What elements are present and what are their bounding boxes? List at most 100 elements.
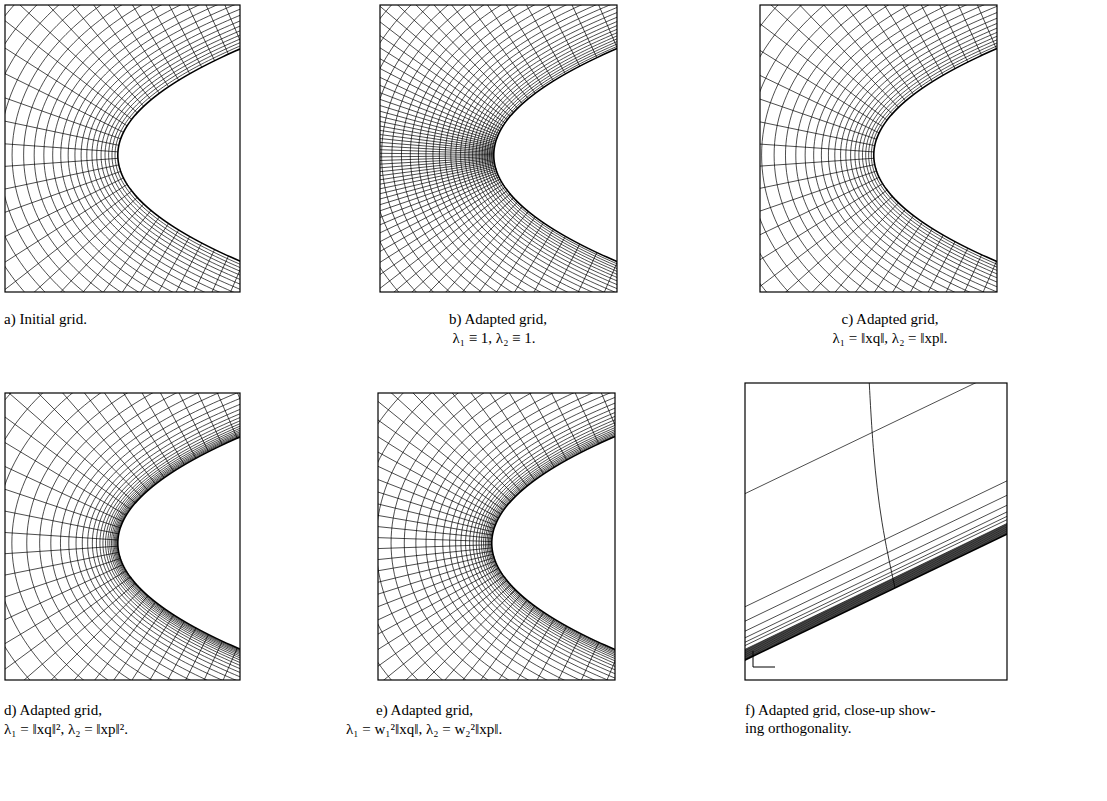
grid-line [392, 5, 617, 292]
grid-line [378, 393, 504, 510]
grid-line [116, 393, 240, 680]
panel-frame [5, 5, 240, 292]
grid-line [762, 5, 997, 292]
grid-line [760, 209, 906, 292]
grid-line [760, 5, 997, 292]
grid-line [774, 235, 944, 292]
grid-line [378, 606, 535, 680]
grid-line [760, 190, 887, 292]
scale-bracket [753, 651, 775, 667]
grid-line [391, 393, 615, 680]
grid-line [451, 5, 617, 292]
grid-line [445, 5, 617, 292]
grid-line [109, 5, 240, 292]
grid-line [418, 5, 617, 292]
caption-label: f) Adapted grid, close-up show- [745, 701, 935, 719]
grid-line [378, 580, 507, 680]
grid-line [101, 5, 240, 292]
grid-line [745, 455, 1007, 654]
grid-line [869, 383, 895, 588]
grid-line [5, 5, 240, 292]
grid-line [435, 393, 615, 680]
grid-line [5, 5, 240, 292]
grid-line [760, 5, 997, 292]
grid-line [745, 478, 1007, 677]
grid-line [796, 5, 997, 292]
grid-line [760, 5, 883, 127]
grid-line [846, 5, 997, 292]
grid-panel [535, 0, 1107, 647]
grid-line [380, 168, 495, 257]
grid-line [12, 393, 240, 680]
grid-line [5, 5, 151, 100]
grid-line [378, 393, 615, 680]
grid-line [118, 5, 240, 292]
grid-line [97, 5, 240, 292]
grid-line [5, 393, 156, 484]
grid-line [5, 217, 159, 292]
grid-line [760, 5, 879, 133]
grid-line [401, 5, 617, 292]
grid-line [378, 393, 615, 680]
grid-line [5, 393, 240, 680]
grid-line [380, 198, 514, 292]
grid-line [378, 554, 493, 634]
grid-line [34, 5, 240, 292]
grid-line [380, 42, 496, 142]
grid-line [5, 393, 240, 680]
grid-line [82, 393, 240, 680]
grid-line [456, 393, 599, 444]
grid-line [760, 5, 923, 88]
grid-line [92, 5, 240, 292]
grid-line [380, 5, 505, 123]
grid-line [5, 420, 120, 528]
grid-line [378, 393, 615, 680]
grid-line [380, 217, 535, 292]
grid-line [34, 393, 196, 458]
panel-frame [5, 393, 240, 680]
grid-line [402, 393, 567, 460]
grid-line [5, 5, 240, 292]
grid-line [456, 5, 617, 292]
grid-line [115, 393, 240, 680]
grid-line [114, 393, 240, 680]
grid-line [5, 25, 121, 138]
grid-line [426, 393, 615, 680]
grid-line [5, 230, 179, 292]
grid-line [479, 5, 617, 292]
grid-line [378, 393, 507, 506]
grid-line [841, 5, 997, 292]
caption-label: a) Initial grid. [4, 310, 87, 328]
panel-frame [380, 5, 617, 292]
grid-line [34, 628, 196, 680]
grid-line [380, 151, 494, 155]
grid-line [745, 481, 1007, 680]
caption-label: λ₁ ≡ 1, λ₂ ≡ 1. [452, 329, 535, 347]
grid-line [517, 5, 617, 38]
grid-line [494, 5, 617, 292]
grid-line [378, 452, 493, 532]
grid-line [92, 393, 240, 680]
grid-line [172, 669, 240, 680]
grid-line [416, 393, 615, 680]
grid-line [5, 5, 179, 80]
grid-line [5, 393, 240, 680]
grid-line [461, 5, 617, 292]
grid-line [380, 5, 503, 126]
grid-line [855, 5, 997, 292]
grid-line [81, 5, 240, 292]
grid-line [378, 393, 501, 514]
grid-line [745, 487, 1007, 680]
grid-line [859, 5, 997, 292]
grid-line [69, 393, 240, 680]
grid-line [40, 393, 240, 680]
grid-line [439, 5, 617, 292]
grid-line [805, 5, 997, 292]
grid-line [466, 393, 615, 680]
grid-line [200, 5, 240, 22]
caption-label: λ₁ = w₁²‖xq‖, λ₂ = w₂²‖xp‖. [346, 720, 502, 738]
grid-line [5, 589, 141, 680]
grid-line [5, 5, 127, 126]
